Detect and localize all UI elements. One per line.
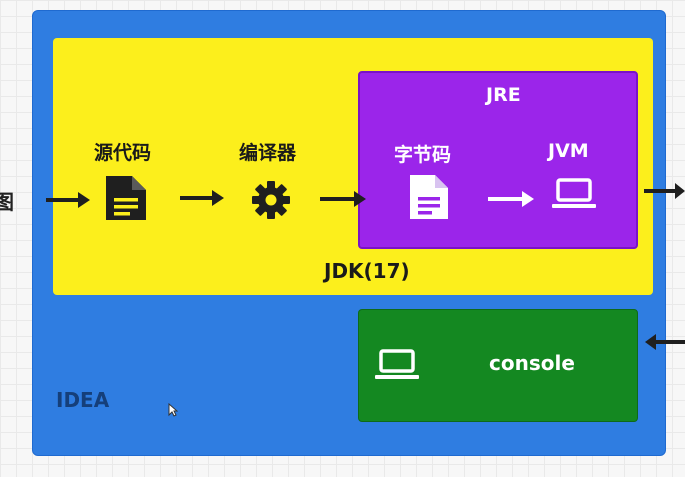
console-laptop-icon xyxy=(374,349,420,381)
console-label: console xyxy=(489,351,575,375)
jre-container xyxy=(358,71,638,249)
compiler-label: 编译器 xyxy=(239,142,297,164)
source-code-label: 源代码 xyxy=(94,142,152,164)
console-container xyxy=(358,309,638,422)
bytecode-document-icon xyxy=(408,173,450,221)
jvm-label: JVM xyxy=(548,140,589,162)
arrow-compiler-to-bytecode xyxy=(318,189,368,209)
cursor-pointer-icon xyxy=(168,403,178,417)
arrow-source-to-compiler xyxy=(178,188,226,208)
source-document-icon xyxy=(104,174,148,222)
jdk-label: JDK(17) xyxy=(324,259,410,283)
jre-label: JRE xyxy=(486,84,521,106)
edge-left-label: 图 xyxy=(0,190,14,214)
bytecode-label: 字节码 xyxy=(394,144,452,166)
gear-icon xyxy=(251,180,291,220)
arrow-jre-out xyxy=(642,181,685,201)
arrow-bytecode-to-jvm xyxy=(486,189,536,209)
arrow-into-source xyxy=(44,190,92,210)
arrow-into-console xyxy=(644,332,685,352)
idea-label: IDEA xyxy=(56,388,110,412)
jvm-laptop-icon xyxy=(551,178,597,210)
